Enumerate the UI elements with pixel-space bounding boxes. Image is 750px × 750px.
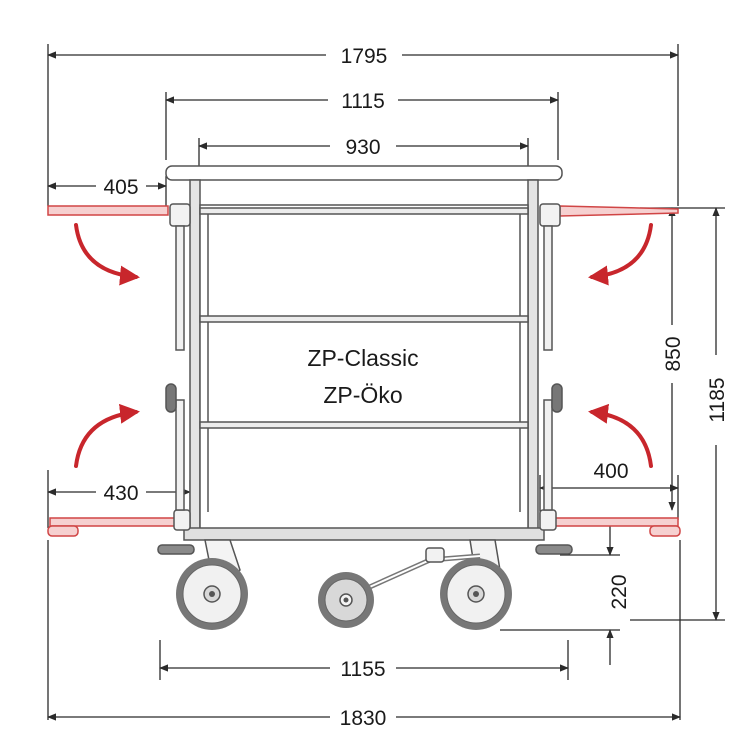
- cabinet-base: [183, 527, 545, 541]
- dimension-lines: [47, 44, 725, 721]
- dim-total-height: 1185: [706, 377, 729, 422]
- dim-flap-top-left: 405: [103, 176, 138, 199]
- arrow-top-right: [588, 223, 653, 286]
- dim-inner-width: 930: [345, 136, 380, 159]
- dim-total-width-bottom: 1830: [340, 707, 387, 730]
- arrow-top-left: [74, 223, 140, 286]
- arrow-bottom-right: [588, 403, 653, 468]
- product-name-line2: ZP-Öko: [323, 382, 402, 408]
- fold-arrows: [74, 223, 653, 468]
- dim-wheelbase: 1155: [340, 658, 385, 681]
- dim-flap-bottom-left: 430: [103, 482, 138, 505]
- dim-flap-bottom-right: 400: [593, 460, 628, 483]
- flap-bottom-right-foot: [649, 525, 681, 537]
- product-name-line1: ZP-Classic: [307, 345, 418, 371]
- cabinet-panel: [199, 204, 529, 531]
- wheel-left: [176, 558, 248, 630]
- shelf-2: [199, 315, 529, 323]
- dimension-labels: 1795 1115 930 405 430 400 1155 1830 850 …: [103, 45, 729, 730]
- shelf-3: [199, 421, 529, 429]
- dim-upper-height: 850: [662, 336, 685, 371]
- dim-total-width-open: 1795: [341, 45, 388, 68]
- flap-bottom-left-foot: [47, 525, 79, 537]
- flap-bottom-left: [49, 517, 181, 527]
- dim-top-width: 1115: [341, 90, 385, 113]
- wheels: [176, 558, 512, 630]
- flap-top-left: [47, 205, 169, 216]
- trolley-body: [157, 165, 573, 601]
- flap-bottom-right: [547, 517, 679, 527]
- dim-wheel-height: 220: [608, 574, 631, 609]
- product-label: ZP-Classic ZP-Öko: [307, 345, 418, 408]
- top-tray: [165, 165, 563, 181]
- shelf-1: [199, 207, 529, 215]
- wheel-middle: [318, 572, 374, 628]
- wheel-right: [440, 558, 512, 630]
- flaps: [47, 205, 681, 537]
- arrow-bottom-left: [74, 403, 140, 468]
